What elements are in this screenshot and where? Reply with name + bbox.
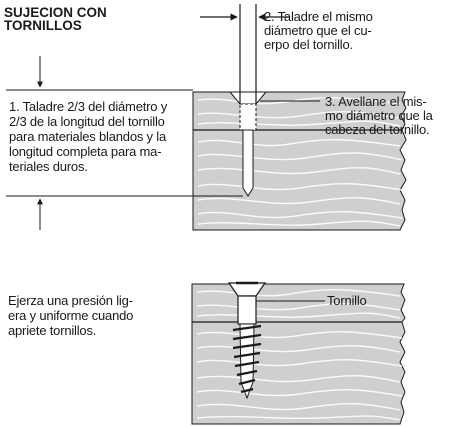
diagram-title: SUJECION CON TORNILLOS	[4, 5, 107, 33]
depth-dimension-lines	[6, 56, 243, 230]
lower-wood-block	[191, 283, 406, 425]
upper-wood-block	[192, 91, 407, 231]
note-pilot-hole-depth: 1. Taladre 2/3 del diámetro y 2/3 de la …	[9, 99, 168, 174]
note-drill-body-diameter: 2. Taladre el mismo diámetro que el cu- …	[264, 9, 373, 52]
drill-guide-lines	[200, 4, 290, 104]
label-screw: Tornillo	[327, 293, 367, 308]
screw	[227, 281, 267, 400]
note-countersink-head: 3. Avellane el mis- mo diámetro que la c…	[325, 94, 433, 137]
note-apply-pressure: Ejerza una presión lig- era y uniforme c…	[8, 293, 134, 338]
